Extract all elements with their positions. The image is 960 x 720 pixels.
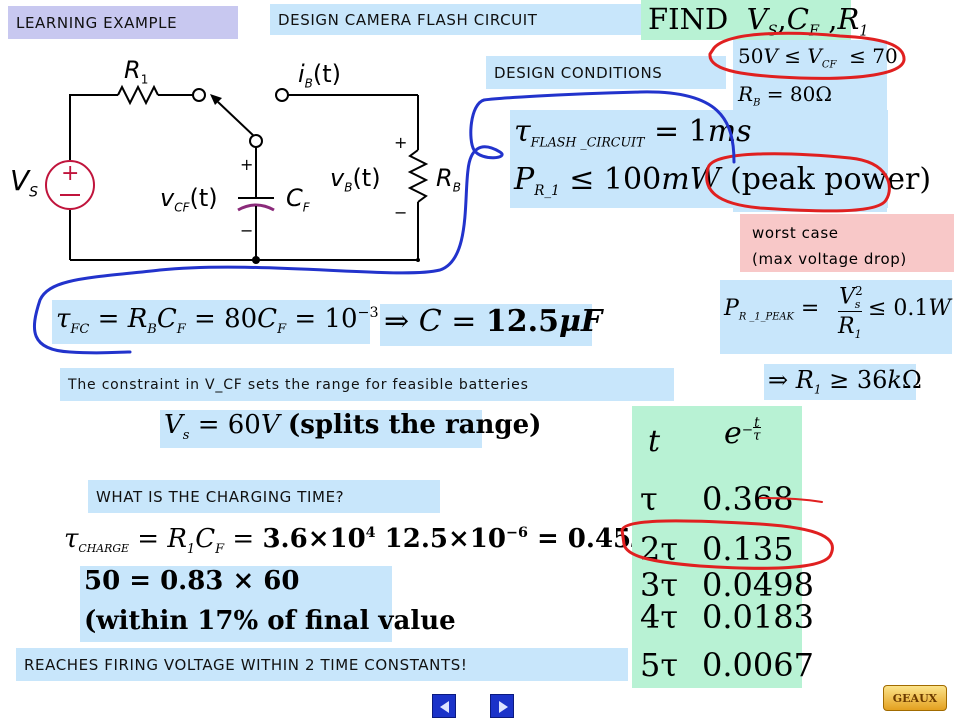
svg-text:+: + (61, 161, 79, 186)
power-peak-fraction: V2s R1 (838, 284, 863, 342)
table-row-value: 0.135 (702, 530, 794, 568)
reaches-note: REACHES FIRING VOLTAGE WITHIN 2 TIME CON… (16, 648, 628, 681)
tau-fc-box (52, 300, 370, 344)
constraint-text: The constraint in V_CF sets the range fo… (68, 376, 529, 393)
within-note: (within 17% of final value (84, 606, 456, 636)
worst-case-line1: worst case (752, 224, 839, 242)
flash-conditions-box (510, 110, 888, 208)
vs-label: VS (10, 164, 39, 201)
cf-label: CF (286, 184, 310, 215)
r1-label: R1 (124, 56, 149, 87)
ib-label: iB(t) (298, 60, 342, 91)
table-row-value: 0.0067 (702, 646, 814, 684)
learning-example-text: LEARNING EXAMPLE (16, 13, 178, 32)
r1-result-box (764, 364, 916, 400)
svg-text:+: + (240, 155, 253, 174)
flash-circuit-diagram: + + − + − (45, 84, 429, 264)
r1-result: ⇒ R1 ≥ 36kΩ (768, 366, 922, 397)
vcf-range: 50V ≤ VCF ≤ 70 (738, 44, 898, 71)
svg-text:+: + (394, 133, 407, 152)
right-arrow-icon (499, 701, 508, 713)
tau-fc: τFC = RBCF = 80CF = 10−3 s (56, 304, 400, 337)
fifty-eq: 50 = 0.83 × 60 (84, 566, 300, 596)
fifty-box (80, 566, 392, 642)
svg-text:−: − (394, 203, 407, 222)
design-conditions-label: DESIGN CONDITIONS (486, 56, 726, 89)
table-row-t: 3τ (640, 566, 679, 604)
table-row-t: τ (640, 480, 658, 518)
table-col-t: t (648, 424, 661, 459)
geaux-text: GEAUX (892, 691, 938, 705)
power-constraint: PR_1 ≤ 100mW (peak power) (514, 162, 932, 200)
find-label: FIND (648, 2, 729, 36)
prev-slide-button[interactable] (432, 694, 456, 718)
title-label: DESIGN CAMERA FLASH CIRCUIT (270, 4, 642, 35)
cap-result: ⇒ C = 12.5μF (384, 304, 603, 339)
rb-value: RB = 80Ω (738, 82, 832, 109)
worst-case-box (740, 214, 954, 272)
table-row-value: 0.0183 (702, 598, 814, 636)
charging-time-text: WHAT IS THE CHARGING TIME? (96, 487, 345, 506)
geaux-button[interactable]: GEAUX (883, 685, 947, 711)
title-text: DESIGN CAMERA FLASH CIRCUIT (278, 10, 538, 29)
worst-case-line2: (max voltage drop) (752, 250, 907, 268)
find-formula: FIND VS,CF ,R1 (648, 2, 869, 40)
table-row-value: 0.0498 (702, 566, 814, 604)
tau-flash: τFLASH _CIRCUIT = 1ms (514, 114, 752, 150)
table-row-t: 5τ (640, 646, 679, 684)
charging-time-label: WHAT IS THE CHARGING TIME? (88, 480, 440, 513)
vs-choice-box (160, 410, 482, 448)
table-row-t: 4τ (640, 598, 679, 636)
reaches-text: REACHES FIRING VOLTAGE WITHIN 2 TIME CON… (24, 655, 468, 674)
exp-table (632, 406, 802, 688)
svg-text:−: − (240, 221, 253, 240)
power-peak-formula: PR _1_PEAK = (724, 296, 820, 323)
vb-label: vB(t) (330, 164, 381, 195)
power-peak-bound: ≤ 0.1W (868, 296, 952, 321)
cap-box (380, 304, 592, 346)
left-arrow-icon (440, 701, 449, 713)
vcf-label: vCF(t) (160, 184, 218, 215)
design-conditions-text: DESIGN CONDITIONS (494, 63, 663, 82)
learning-example-label: LEARNING EXAMPLE (8, 6, 238, 39)
vs-choice: Vs = 60V (splits the range) (164, 410, 542, 443)
constraint-note: The constraint in V_CF sets the range fo… (60, 368, 674, 401)
power-peak-box (720, 280, 952, 354)
rb-label: RB (436, 164, 461, 195)
next-slide-button[interactable] (490, 694, 514, 718)
